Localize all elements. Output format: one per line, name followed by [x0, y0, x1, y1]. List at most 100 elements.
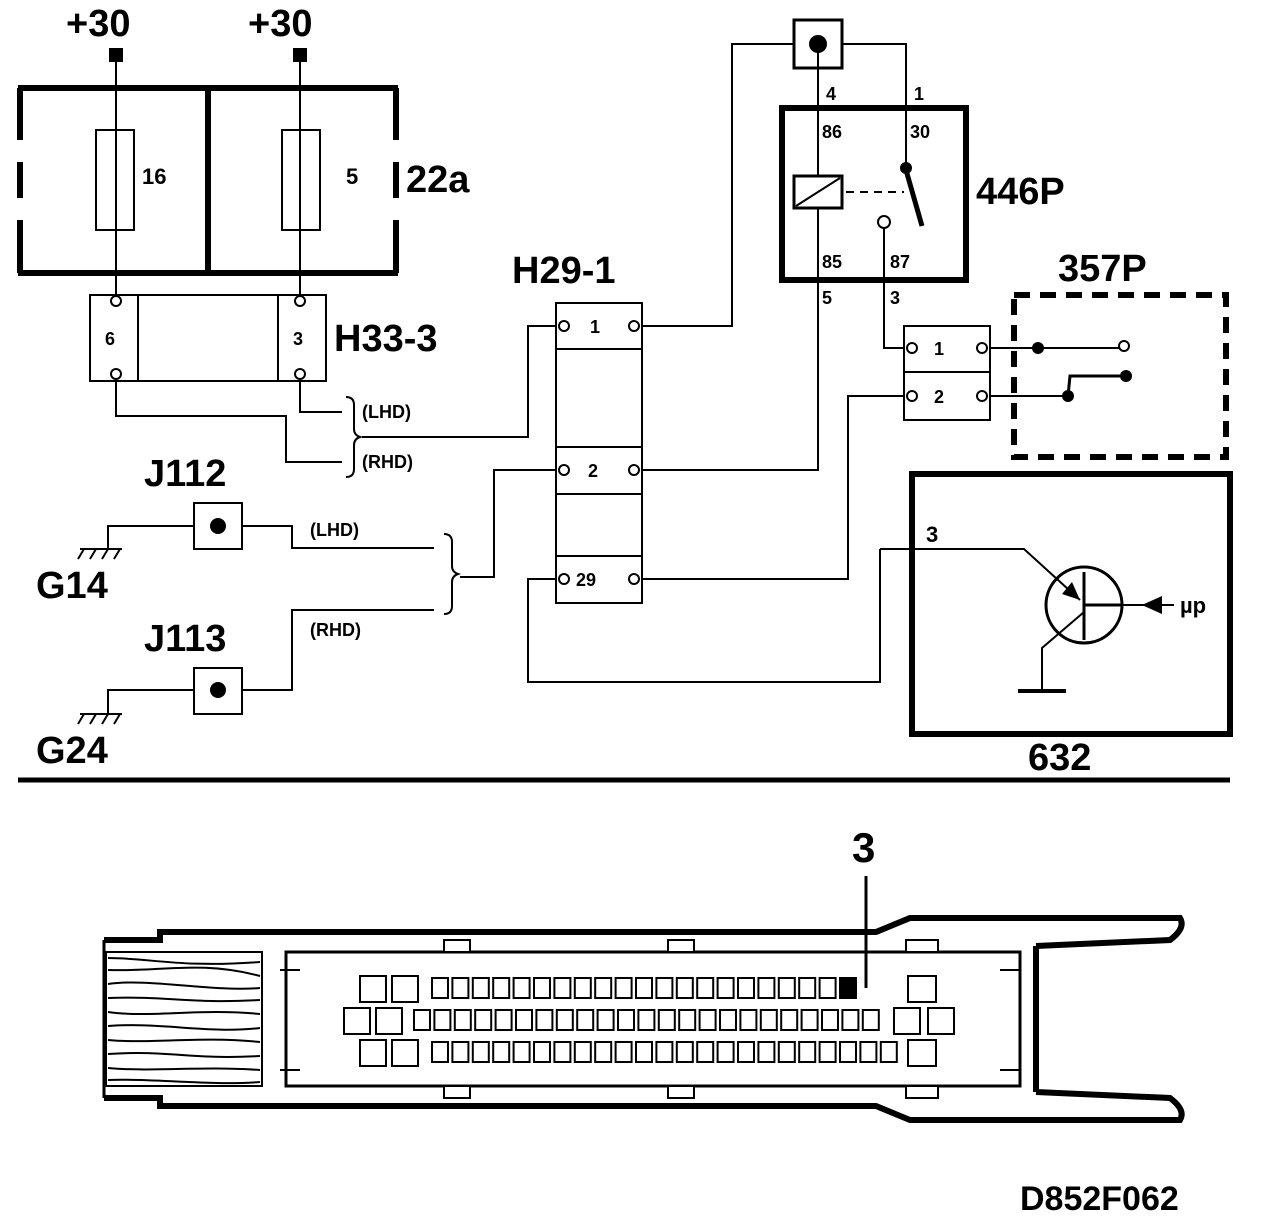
- ecu-plug: [102, 915, 1185, 1123]
- relay-out-pin-3: 3: [890, 288, 900, 308]
- lhd-label-lower: (LHD): [310, 520, 359, 540]
- plug-pin: [512, 1041, 531, 1063]
- connector-h29-1: [555, 302, 643, 604]
- h33-pin-3: 3: [293, 329, 303, 349]
- h29-pin-29: 29: [576, 570, 596, 590]
- relay-terminal-86: 86: [822, 122, 842, 142]
- plug-pin: [391, 1039, 419, 1067]
- ground-g14-label: G14: [36, 565, 108, 607]
- ecu-input-label: µp: [1180, 593, 1206, 618]
- plug-pin: [780, 1009, 799, 1031]
- fuse-box-label: 22a: [406, 159, 470, 201]
- plug-pin: [431, 977, 449, 999]
- plug-callout-label: 3: [852, 824, 875, 871]
- connector-h33-3: [89, 294, 327, 382]
- plug-pin: [759, 1009, 778, 1031]
- splice-j112-label: J112: [144, 453, 226, 495]
- fuse-16-label: 16: [142, 164, 166, 189]
- fuse-box: [17, 85, 399, 276]
- h33-pin-6: 6: [105, 329, 115, 349]
- plug-pin: [453, 1009, 472, 1031]
- plug-pin: [533, 977, 551, 999]
- plug-pin: [737, 977, 755, 999]
- plug-pin: [617, 1009, 635, 1031]
- plug-pin: [839, 1041, 857, 1063]
- plug-pin: [719, 1009, 737, 1031]
- plug-pin: [737, 1041, 755, 1063]
- switch-357p: [1011, 292, 1229, 460]
- drawing-reference: D852F062: [1020, 1180, 1179, 1218]
- plug-pin: [907, 975, 937, 1003]
- plug-pin: [675, 977, 694, 999]
- plug-pin: [594, 977, 613, 999]
- plug-pin: [777, 977, 796, 999]
- small-connector-pin-1: 1: [934, 339, 944, 359]
- relay-terminal-85: 85: [822, 252, 842, 272]
- plug-pin: [553, 977, 572, 999]
- plug-pin: [494, 1009, 513, 1031]
- plug-pin: [614, 1041, 633, 1063]
- plug-pin: [471, 977, 490, 999]
- relay-terminal-87: 87: [890, 252, 910, 272]
- supply-terminal-right: [293, 48, 307, 62]
- lhd-label-upper: (LHD): [362, 402, 411, 422]
- plug-pin: [678, 1009, 697, 1031]
- h29-pin-2: 2: [588, 461, 598, 481]
- plug-pin: [573, 977, 592, 999]
- plug-pin: [635, 977, 653, 999]
- plug-pin: [777, 1041, 796, 1063]
- plug-pin: [451, 1041, 470, 1063]
- ground-g24-label: G24: [36, 730, 108, 772]
- plug-pin: [716, 977, 735, 999]
- relay-socket-pin-4: 4: [826, 84, 836, 104]
- supply-terminal-left: [109, 48, 123, 62]
- plug-pin: [391, 975, 419, 1003]
- ecu-transistor: [880, 548, 1174, 693]
- plug-pin: [798, 977, 817, 999]
- plug-pin: [576, 1009, 595, 1031]
- plug-pin: [818, 977, 837, 999]
- plug-pin: [655, 977, 674, 999]
- relay-446p: [779, 105, 969, 283]
- plug-pin: [861, 1009, 880, 1031]
- relay-socket-pin-1: 1: [914, 84, 924, 104]
- plug-pin: [675, 1041, 694, 1063]
- supply-label-left: +30: [66, 3, 130, 45]
- plug-pin: [553, 1041, 572, 1063]
- plug-pin: [375, 1007, 403, 1035]
- plug-pin: [893, 1007, 921, 1035]
- small-connector-pin-2: 2: [934, 387, 944, 407]
- h29-pin-1: 1: [590, 317, 600, 337]
- plug-pin-grid: [343, 975, 955, 1067]
- plug-pin: [535, 1009, 554, 1031]
- plug-pin: [614, 977, 633, 999]
- plug-pin: [757, 1041, 776, 1063]
- plug-pin: [573, 1041, 592, 1063]
- plug-pin: [555, 1009, 574, 1031]
- rhd-label-lower: (RHD): [310, 620, 361, 640]
- plug-pin: [474, 1009, 493, 1031]
- wire-bundle: [105, 951, 263, 1087]
- plug-pin: [515, 1009, 533, 1031]
- plug-pin: [431, 1041, 449, 1063]
- plug-pin: [821, 1009, 839, 1031]
- plug-pin: [879, 1041, 898, 1063]
- plug-pin: [757, 977, 776, 999]
- relay-label: 446P: [976, 171, 1065, 213]
- plug-pin: [716, 1041, 735, 1063]
- plug-pin: [492, 977, 511, 999]
- plug-pin: [927, 1007, 955, 1035]
- plug-pin: [594, 1041, 613, 1063]
- plug-pin: [907, 1039, 937, 1067]
- plug-pin: [433, 1009, 452, 1031]
- switch-label: 357P: [1058, 248, 1147, 290]
- plug-pin: [696, 977, 715, 999]
- plug-pin: [451, 977, 470, 999]
- relay-terminal-30: 30: [910, 122, 930, 142]
- plug-pin: [818, 1041, 837, 1063]
- plug-pin: [739, 1009, 758, 1031]
- plug-pin: [637, 1009, 656, 1031]
- ecu-pin-3: 3: [926, 522, 938, 547]
- plug-pin: [657, 1009, 676, 1031]
